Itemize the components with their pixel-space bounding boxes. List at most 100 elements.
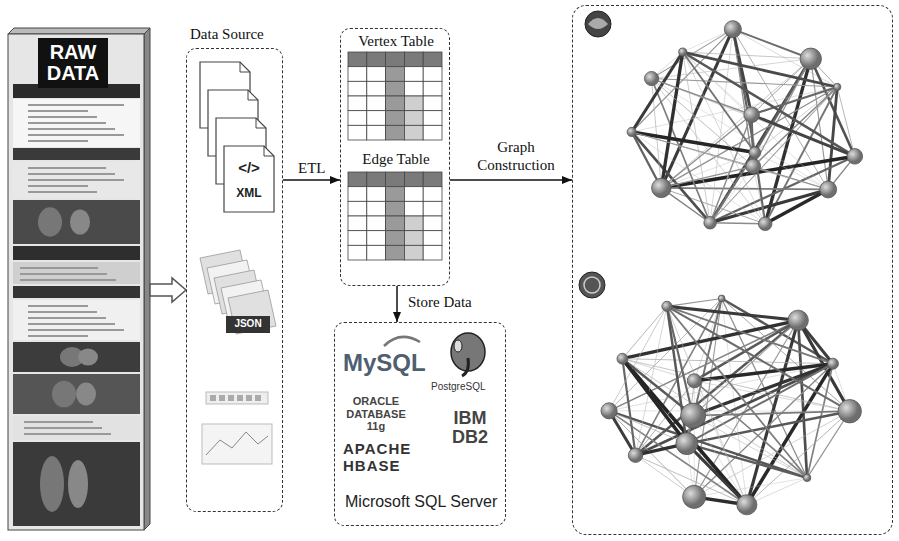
table-cell	[404, 231, 423, 246]
screenshot-block	[13, 286, 140, 298]
graph-vertex	[834, 83, 841, 90]
table-cell	[386, 231, 405, 246]
graph-edge	[753, 166, 828, 189]
table-cell	[386, 201, 405, 216]
graph-vertex	[718, 295, 725, 302]
label-slot: </>	[224, 159, 274, 176]
graph-edge	[755, 153, 828, 190]
screenshot-text-line	[28, 317, 106, 319]
table-cell	[386, 81, 405, 96]
screenshot-text-line	[20, 273, 107, 275]
graph-vertex	[820, 181, 837, 198]
db-logo-text: IBM DB2	[445, 409, 495, 447]
graph-edge	[652, 79, 752, 115]
panel-title: RAW DATA	[38, 38, 108, 88]
text-slot: Edge Table	[341, 151, 451, 168]
box-heading: Data Source	[190, 26, 264, 43]
table-cell	[404, 81, 423, 96]
block-arrow	[150, 278, 186, 302]
graph-vertex	[744, 107, 760, 123]
graph-edge	[752, 59, 811, 115]
graph-network	[627, 21, 863, 231]
screenshot-text-line	[28, 191, 97, 193]
screenshot-text-line	[24, 427, 102, 429]
screenshot-block	[13, 416, 140, 440]
document-icon	[224, 146, 274, 212]
table-cell	[367, 96, 386, 111]
graph-vertex	[627, 127, 636, 136]
team-logo-detail	[584, 277, 600, 293]
table-cell	[367, 52, 386, 67]
label-slot: XML	[224, 186, 274, 200]
graph-edge	[710, 223, 765, 224]
table-box: Vertex TableEdge Table	[340, 28, 450, 286]
table-cell	[386, 245, 405, 260]
table-cell	[348, 81, 367, 96]
text-slot: MySQL	[343, 349, 426, 377]
edge-label: ETL	[296, 160, 328, 177]
graph-edge	[652, 79, 711, 223]
table-cell	[348, 52, 367, 67]
table-cell	[423, 125, 442, 140]
graph-edge	[632, 132, 710, 223]
graph-edge	[807, 364, 833, 478]
table-cell	[367, 81, 386, 96]
table-cell	[348, 125, 367, 140]
thumbnail	[202, 424, 272, 464]
db-logo-text: PostgreSQL	[431, 381, 485, 392]
table-cell	[367, 216, 386, 231]
graph-edge	[683, 52, 710, 223]
screenshot-text-line	[28, 185, 88, 187]
screenshot-block	[13, 342, 140, 372]
text-slot: Vertex Table	[341, 33, 451, 50]
json-tag	[226, 316, 270, 333]
graph-vertex	[662, 301, 672, 311]
graph-vertex	[601, 403, 617, 419]
screenshot-text-line	[24, 433, 111, 435]
table-cell	[404, 67, 423, 82]
table-cell	[404, 172, 423, 187]
graph-vertex	[676, 433, 698, 455]
screenshot-text-line	[28, 323, 115, 325]
screenshot-text-line	[28, 329, 124, 331]
team-logo	[585, 11, 611, 37]
table-cell	[404, 216, 423, 231]
screenshot-text-line	[28, 116, 97, 118]
table-cell	[386, 125, 405, 140]
elephant-trunk	[462, 358, 468, 376]
screenshot-figure	[40, 456, 64, 512]
db-logo-text: Microsoft SQL Server	[345, 493, 497, 511]
table-cell	[386, 52, 405, 67]
table-cell	[423, 111, 442, 126]
screenshot-figure	[70, 209, 90, 234]
document-fold	[240, 62, 250, 72]
graph-edge	[609, 411, 807, 478]
thumbnail-bar	[255, 395, 261, 401]
screenshot-text-line	[28, 335, 88, 337]
table-cell	[404, 245, 423, 260]
table-cell	[348, 111, 367, 126]
graph-vertex	[644, 71, 658, 85]
table-cell	[367, 187, 386, 202]
dashed-frame	[186, 48, 283, 512]
table-cell	[348, 96, 367, 111]
screenshot-text-line	[28, 122, 106, 124]
screenshot-text-line	[28, 140, 88, 142]
table-cell	[367, 201, 386, 216]
panel-top-face	[8, 28, 150, 34]
graph-vertex	[652, 178, 671, 197]
screenshot-block	[13, 442, 140, 526]
screenshot-text-line	[28, 104, 124, 106]
graph-vertex	[803, 474, 811, 482]
screenshot-block	[13, 374, 140, 414]
table-cell	[423, 67, 442, 82]
thumbnail-bar	[210, 395, 216, 401]
table-title: Vertex Table	[341, 33, 451, 50]
edge-label-slot: Store Data	[406, 294, 474, 311]
screenshot-figure	[78, 348, 98, 365]
graph-edge	[683, 52, 752, 115]
document-fold	[248, 90, 258, 100]
graph-vertex	[724, 21, 741, 38]
edge-label: Store Data	[406, 294, 474, 311]
edge-label-slot: Graph Construction	[468, 138, 564, 174]
